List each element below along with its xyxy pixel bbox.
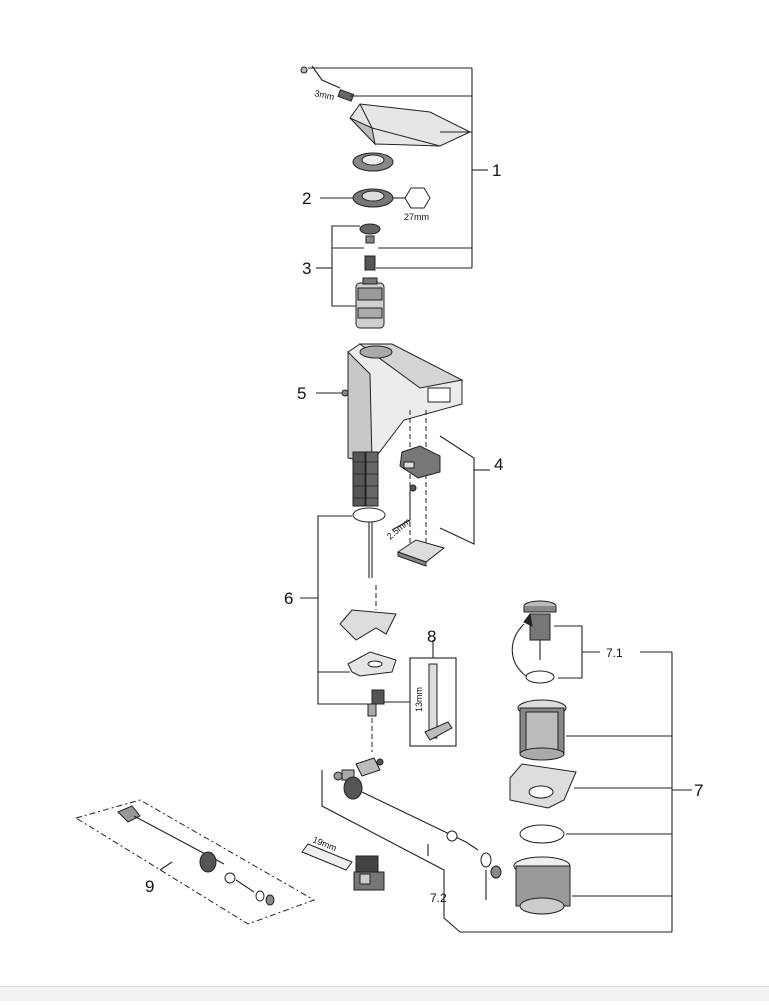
callout-9: 9 bbox=[145, 877, 154, 896]
mounting-set bbox=[339, 507, 397, 752]
waste-assembly bbox=[509, 600, 692, 932]
callout-2: 2 bbox=[302, 189, 311, 208]
callout-4: 4 bbox=[494, 455, 503, 474]
cap-nut bbox=[352, 187, 431, 209]
pop-up-rod-set bbox=[74, 799, 316, 925]
cartridge-parts bbox=[355, 223, 385, 329]
bottom-bar bbox=[0, 986, 769, 1001]
leader-lines bbox=[159, 67, 490, 871]
wrench-27mm-label: 27mm bbox=[404, 212, 429, 222]
callout-labels: 1 2 3 5 4 6 8 9 7 7.1 7.2 bbox=[145, 161, 703, 905]
callout-8: 8 bbox=[427, 627, 436, 646]
callout-1: 1 bbox=[492, 161, 501, 180]
control-module bbox=[391, 410, 475, 567]
cover-ring bbox=[352, 152, 394, 172]
lever-handle bbox=[300, 65, 472, 147]
callout-5: 5 bbox=[297, 384, 306, 403]
pop-up-linkage bbox=[321, 757, 672, 933]
faucet-body bbox=[341, 343, 464, 463]
hex-key-2-5mm-label: 2.5mm bbox=[385, 516, 413, 541]
tool-13mm-label: 13mm bbox=[414, 687, 424, 712]
hex-key-3mm-label: 3mm bbox=[314, 88, 336, 102]
callout-7-1: 7.1 bbox=[606, 646, 623, 660]
callout-7-2: 7.2 bbox=[430, 891, 447, 905]
callout-7: 7 bbox=[694, 781, 703, 800]
flex-hoses bbox=[352, 451, 379, 507]
callout-3: 3 bbox=[302, 259, 311, 278]
spanner-19 bbox=[301, 843, 385, 891]
callout-6: 6 bbox=[284, 589, 293, 608]
